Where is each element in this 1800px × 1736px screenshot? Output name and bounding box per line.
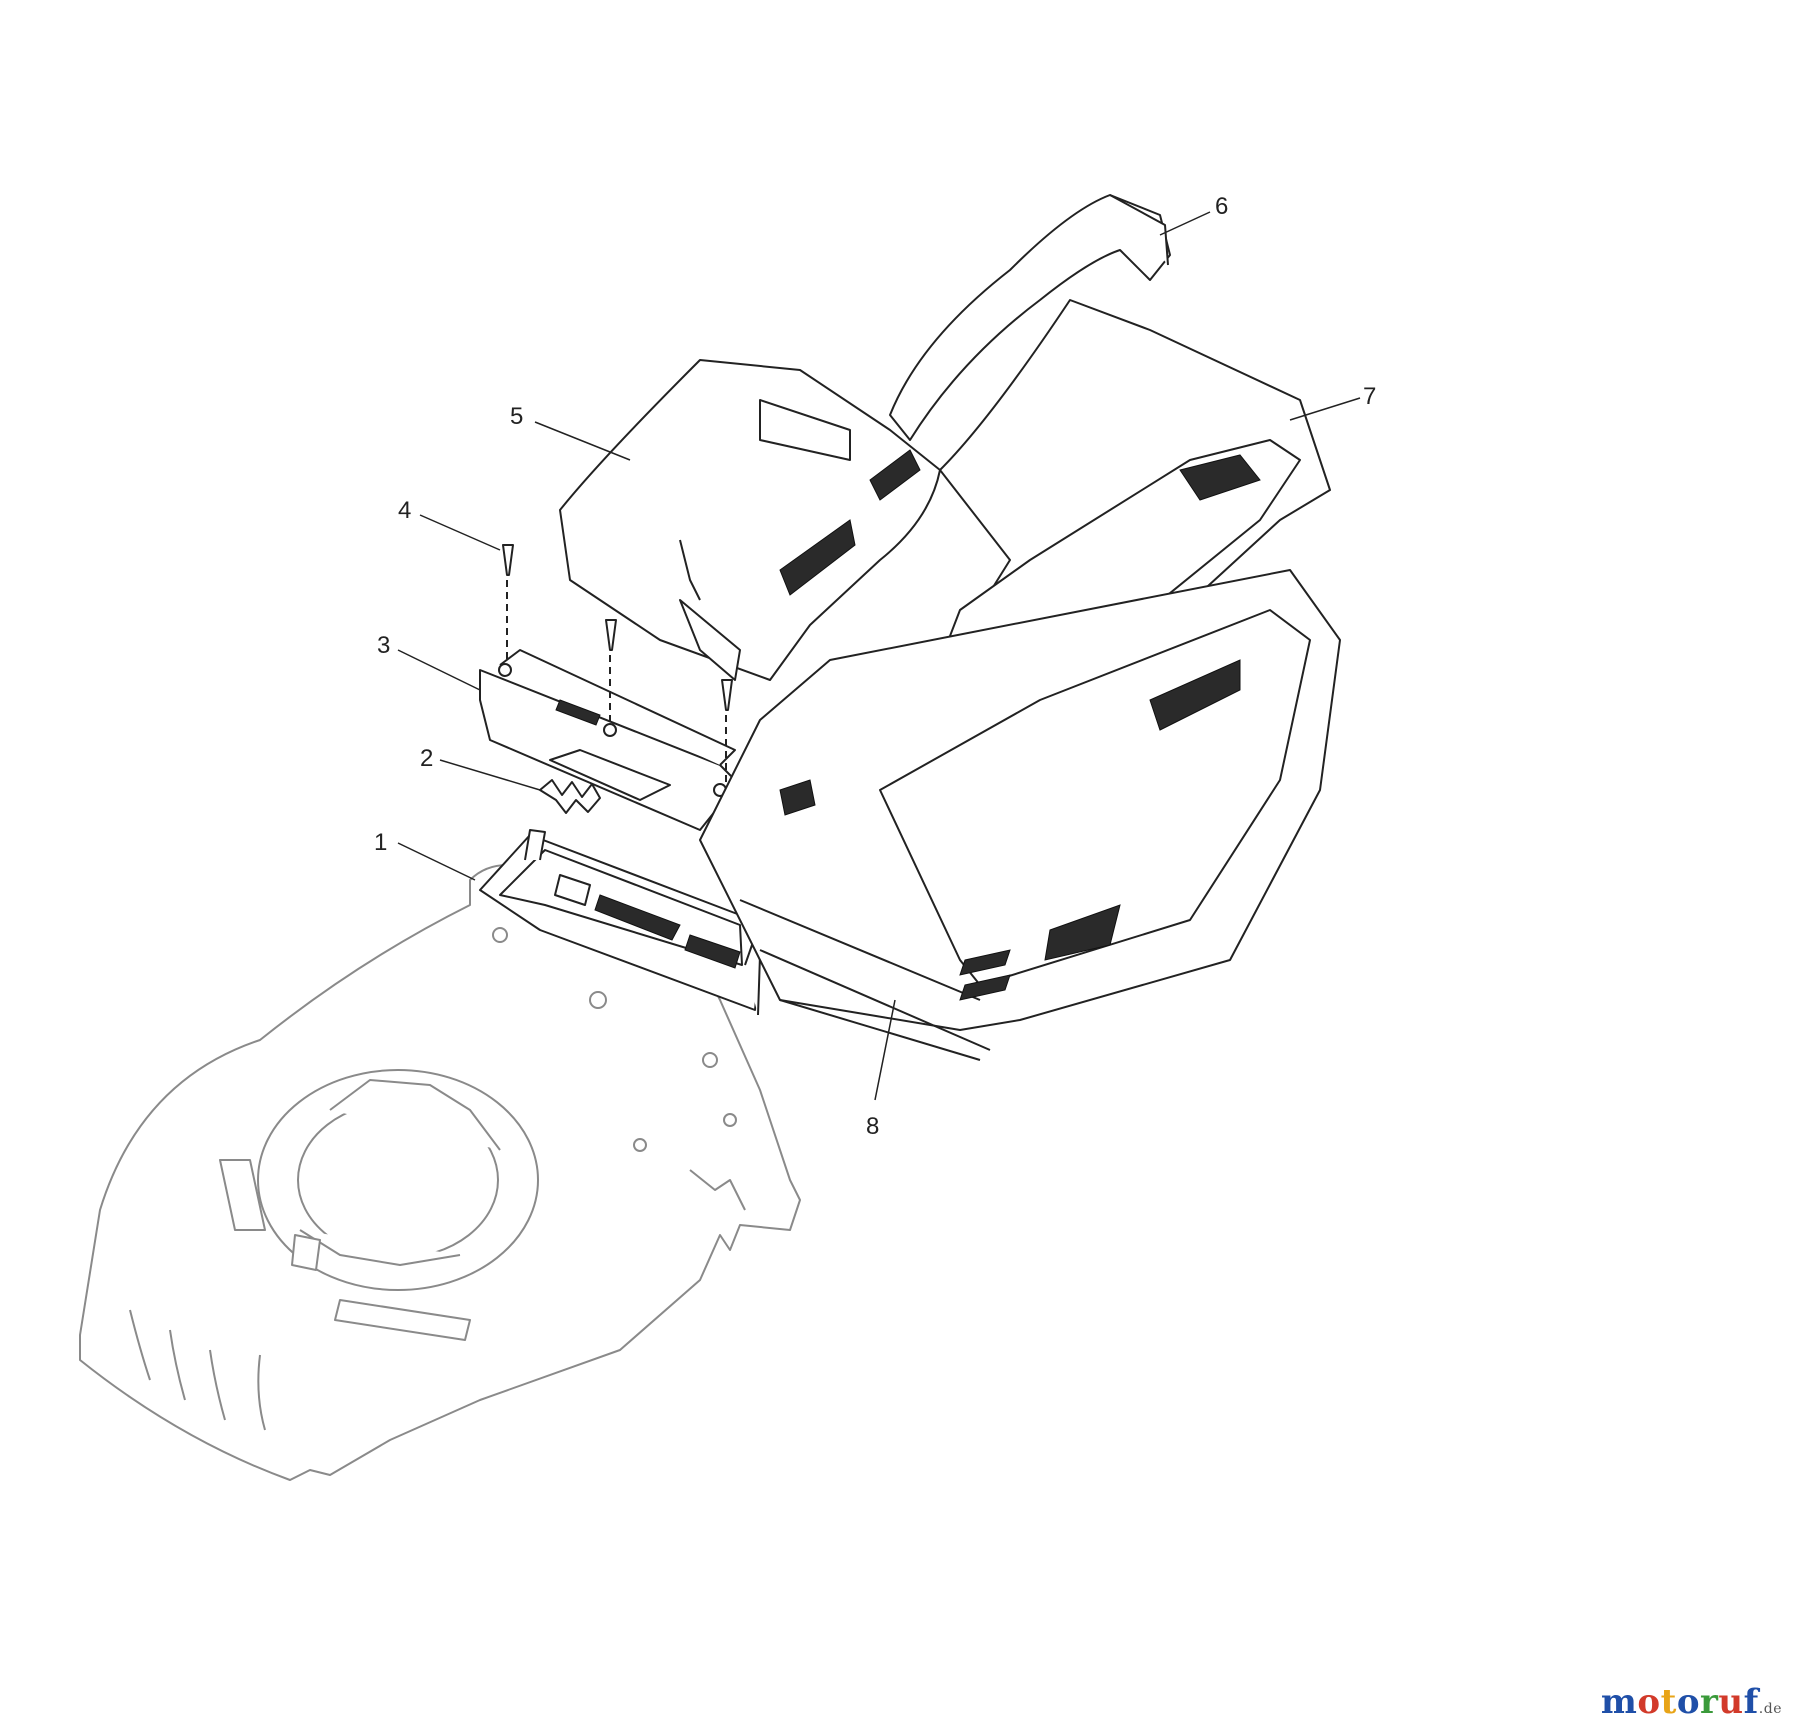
leader-lines — [397, 211, 1361, 1101]
watermark-letters: motoruf — [1601, 1682, 1759, 1722]
watermark-letter: r — [1700, 1682, 1719, 1722]
part-2-spring — [539, 779, 601, 814]
callout-5: 5 — [510, 403, 523, 430]
callout-7: 7 — [1363, 383, 1376, 410]
watermark-letter: o — [1637, 1682, 1661, 1722]
watermark-letter: u — [1718, 1682, 1744, 1722]
watermark-letter: m — [1600, 1682, 1638, 1722]
callout-8: 8 — [866, 1113, 879, 1140]
watermark-logo: motoruf.de — [1601, 1682, 1782, 1722]
watermark-letter: o — [1676, 1682, 1700, 1722]
callout-6: 6 — [1215, 193, 1228, 220]
part-3-flap — [479, 649, 746, 831]
callout-1: 1 — [374, 829, 387, 856]
callout-2: 2 — [420, 745, 433, 772]
part-8-grass-box — [699, 569, 1341, 1061]
watermark-suffix: .de — [1758, 1701, 1782, 1717]
part-4-screws — [502, 544, 733, 785]
part-1-hinge-bracket — [479, 829, 761, 1016]
callout-3: 3 — [377, 632, 390, 659]
part-5-cover — [559, 359, 941, 681]
watermark-letter: t — [1660, 1682, 1677, 1722]
callout-labels: 1 2 3 4 5 6 7 8 — [374, 193, 1376, 1140]
part-6-handle — [889, 194, 1171, 441]
watermark-letter: f — [1743, 1682, 1759, 1722]
mower-deck — [79, 864, 801, 1481]
callout-4: 4 — [398, 497, 411, 524]
